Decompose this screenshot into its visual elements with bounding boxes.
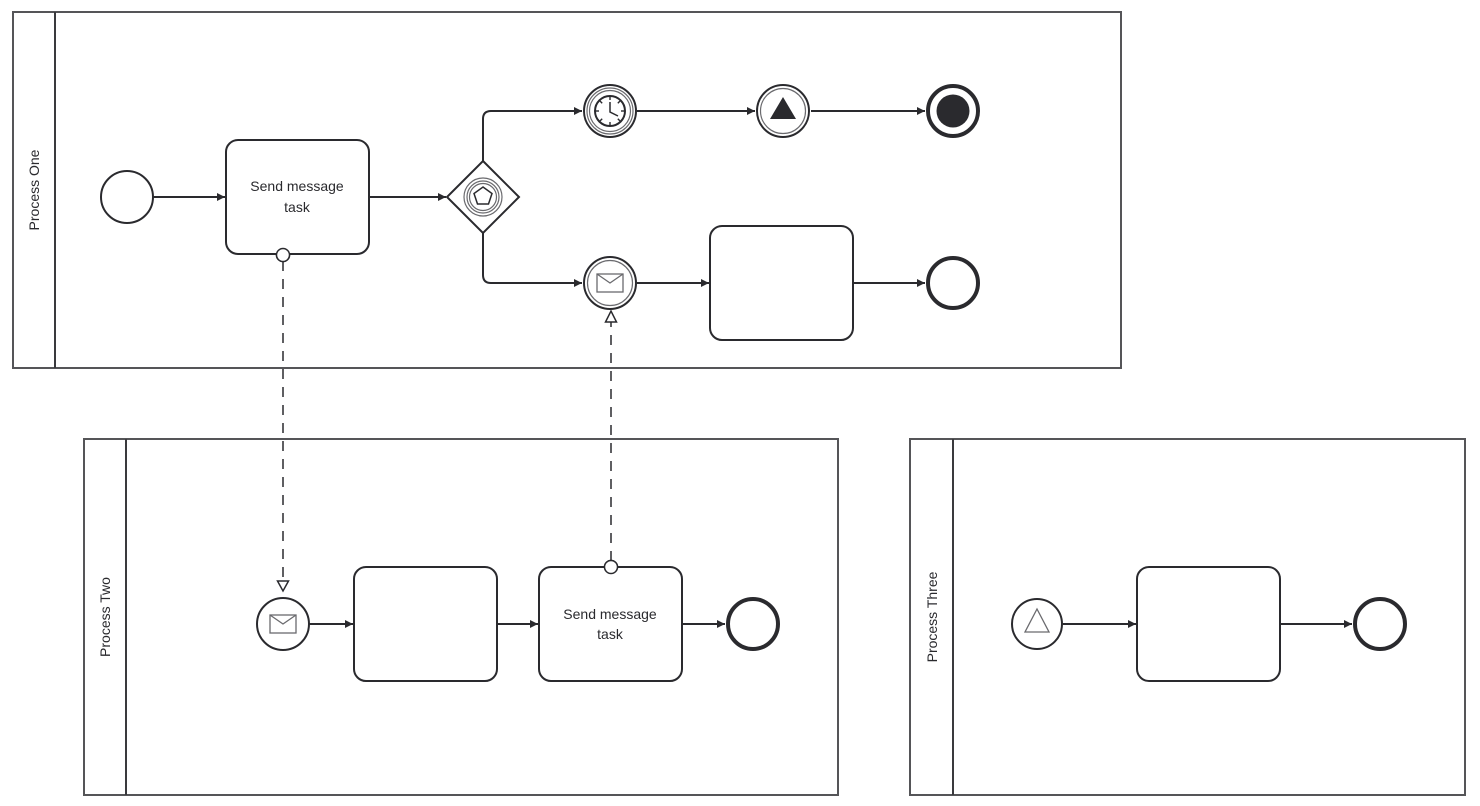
signal-start-event[interactable] xyxy=(1011,598,1063,650)
end-event[interactable] xyxy=(726,597,780,651)
message-flow-send-task-to-process-one[interactable] xyxy=(603,309,619,575)
message-flow-open-arrowhead xyxy=(276,580,290,593)
message-flow-open-arrowhead xyxy=(604,309,618,323)
message-flows xyxy=(275,247,619,593)
pool-label: Process Three xyxy=(924,571,940,662)
clock-icon xyxy=(594,95,626,127)
sequence-flow-gateway-to-timer[interactable] xyxy=(482,107,582,161)
signal-triangle-outline-icon xyxy=(1023,607,1051,633)
task-label-line-2: task xyxy=(597,626,624,642)
pool-process-two[interactable]: Process Two xyxy=(83,438,839,796)
pool-process-three[interactable]: Process Three xyxy=(909,438,1466,796)
pentagon-icon xyxy=(473,186,493,205)
pool-border xyxy=(12,11,1122,369)
envelope-icon xyxy=(269,614,297,634)
task[interactable] xyxy=(1136,566,1281,682)
sequence-flow-gateway-to-message-catch[interactable] xyxy=(482,233,582,287)
message-start-event[interactable] xyxy=(256,597,310,651)
message-flow-source-circle xyxy=(603,559,619,575)
start-event[interactable] xyxy=(100,170,154,224)
message-intermediate-catch-event[interactable] xyxy=(583,256,637,310)
signal-triangle-filled-icon xyxy=(770,97,796,119)
terminate-end-event[interactable] xyxy=(926,84,980,138)
signal-intermediate-throw-event[interactable] xyxy=(756,84,810,138)
filled-circle-icon xyxy=(936,94,970,128)
pool-label: Process Two xyxy=(97,577,113,657)
send-message-task[interactable]: Send message task xyxy=(225,139,370,255)
timer-intermediate-event[interactable] xyxy=(583,84,637,138)
task-label-line-2: task xyxy=(284,199,311,215)
pool-process-one[interactable]: Process One xyxy=(12,11,1122,369)
message-flow-source-circle xyxy=(275,247,291,263)
pool-label: Process One xyxy=(26,149,42,230)
send-message-task[interactable]: Send message task xyxy=(538,559,683,682)
task-label-line-1: Send message xyxy=(250,178,344,194)
end-event[interactable] xyxy=(1353,597,1407,651)
sequence-flows xyxy=(153,107,1352,628)
end-event[interactable] xyxy=(926,256,980,310)
event-based-gateway[interactable] xyxy=(445,159,521,235)
message-flow-task-to-process-two[interactable] xyxy=(275,247,291,593)
task[interactable] xyxy=(709,225,854,341)
task[interactable] xyxy=(353,566,498,682)
pool-border xyxy=(83,438,839,796)
pool-border xyxy=(909,438,1466,796)
task-label-line-1: Send message xyxy=(563,606,657,622)
envelope-icon xyxy=(596,273,624,293)
